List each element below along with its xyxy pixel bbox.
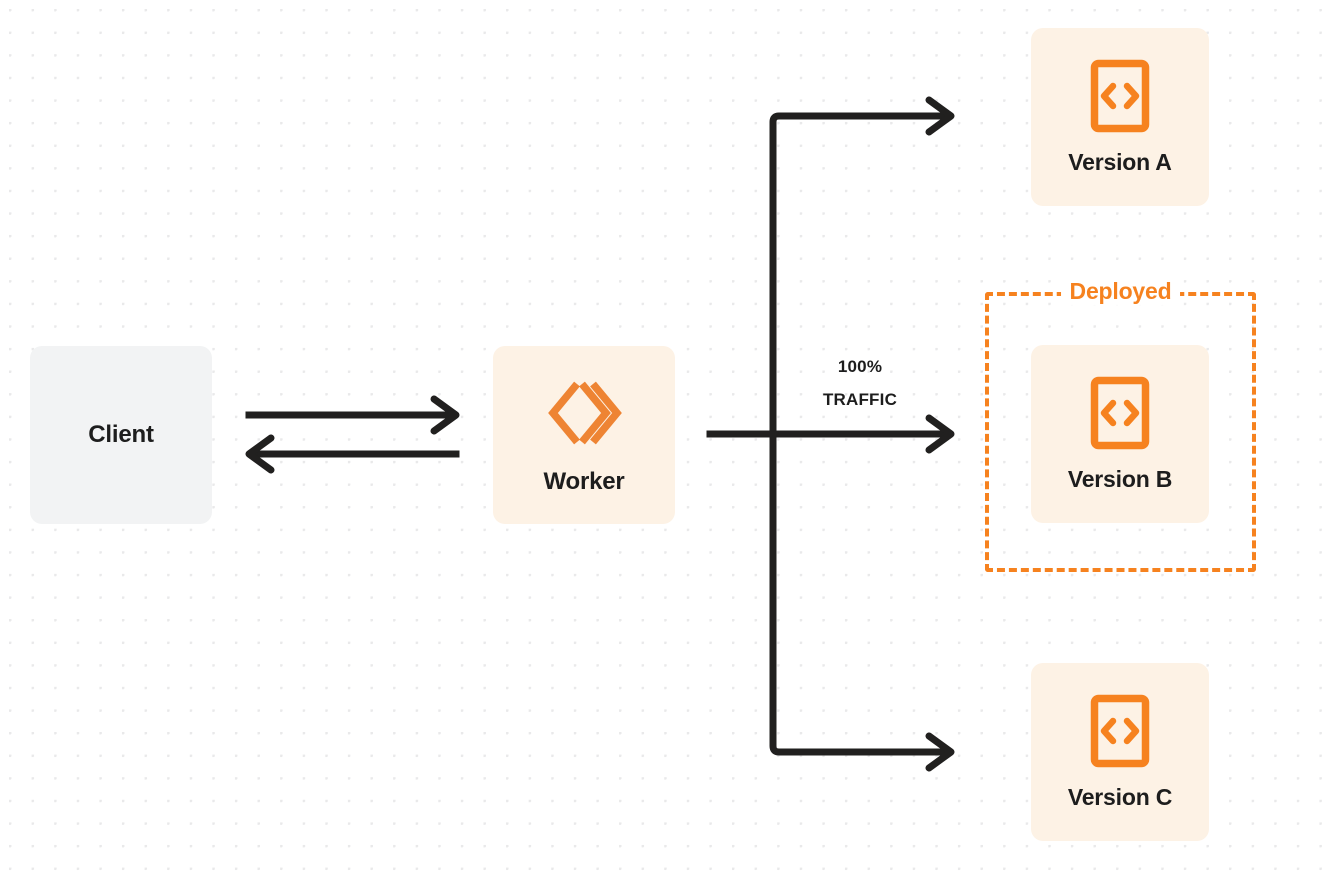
arrowhead-to-version-c	[925, 732, 955, 772]
node-version-b[interactable]: Version B	[1031, 345, 1209, 523]
node-version-b-label: Version B	[1067, 465, 1173, 492]
node-version-a-label: Version A	[1068, 148, 1172, 175]
node-version-a[interactable]: Version A	[1031, 28, 1209, 206]
node-version-c[interactable]: Version C	[1031, 663, 1209, 841]
arrowhead-to-version-a	[925, 96, 955, 136]
traffic-word: TRAFFIC	[822, 390, 898, 410]
code-document-icon	[1090, 59, 1150, 132]
deployed-group-outline: Deployed	[985, 277, 1256, 572]
node-version-c-label: Version C	[1067, 783, 1173, 810]
arrow-client-to-worker	[245, 395, 460, 435]
cloudflare-workers-logo-icon	[548, 381, 622, 445]
traffic-label: 100% TRAFFIC	[795, 350, 925, 416]
code-document-icon	[1090, 376, 1150, 449]
node-worker[interactable]: Worker	[493, 346, 675, 524]
deployed-group-label: Deployed	[1060, 277, 1181, 305]
arrow-worker-to-versions-trunk	[706, 112, 949, 756]
traffic-percent: 100%	[837, 357, 883, 376]
code-document-icon	[1090, 694, 1150, 767]
node-client-label: Client	[88, 421, 154, 448]
arrow-worker-to-client	[245, 434, 460, 474]
arrowhead-to-version-b	[925, 414, 955, 454]
node-client[interactable]: Client	[30, 346, 212, 524]
node-worker-label: Worker	[543, 468, 625, 495]
